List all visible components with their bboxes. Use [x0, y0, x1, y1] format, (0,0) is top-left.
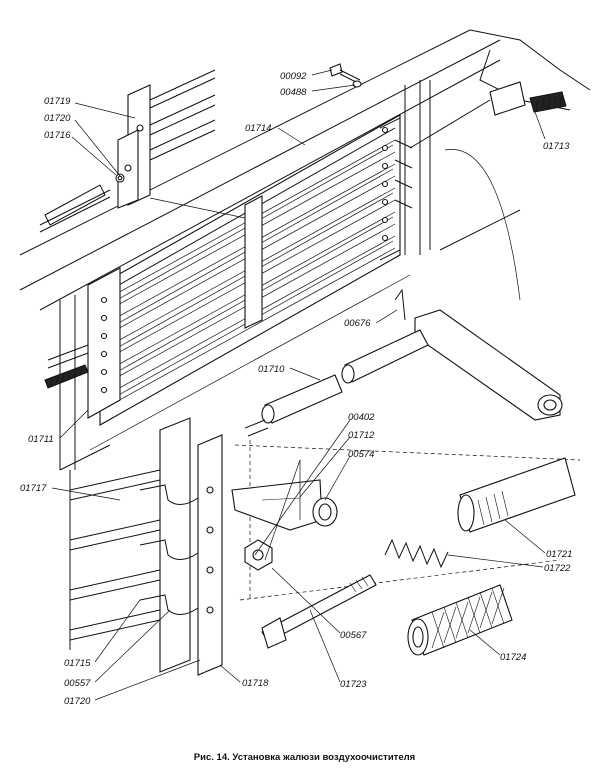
bottom-right-parts: [231, 457, 576, 656]
label-01719: 01719: [44, 96, 71, 107]
label-01724: 01724: [500, 652, 526, 663]
label-00092: 00092: [280, 71, 307, 82]
label-01710: 01710: [258, 364, 285, 375]
leader-dash-lines: [234, 440, 581, 601]
label-00676: 00676: [344, 318, 371, 329]
label-01712: 01712: [348, 430, 375, 441]
label-00402: 00402: [348, 412, 375, 423]
label-01717: 01717: [20, 483, 47, 494]
label-00557: 00557: [64, 678, 91, 689]
leader-lines: [51, 69, 546, 701]
housing-frame: [19, 29, 591, 471]
top-right-parts: [329, 63, 567, 301]
pivot-rivets-right: [381, 126, 389, 242]
label-01722: 01722: [544, 563, 571, 574]
label-00488: 00488: [280, 87, 307, 98]
louvre-assembly: [99, 114, 413, 426]
figure-caption: Рис. 14. Установка жалюзи воздухоочистит…: [193, 752, 416, 763]
label-01716: 01716: [44, 130, 71, 141]
label-01711: 01711: [28, 434, 54, 445]
label-00567: 00567: [340, 630, 367, 641]
label-01720-top: 01720: [44, 113, 71, 124]
bottom-left-assembly: [69, 417, 223, 676]
label-01721: 01721: [546, 549, 572, 560]
left-bracket: [44, 267, 121, 419]
label-01713: 01713: [543, 141, 570, 152]
label-01720-bottom: 01720: [64, 696, 91, 707]
label-01723: 01723: [340, 679, 367, 690]
label-00574: 00574: [348, 449, 374, 460]
inset-top-left: [39, 69, 246, 233]
crank-lever: [244, 288, 563, 437]
label-01715: 01715: [64, 658, 91, 669]
part-labels: 01719 01720 01716 00092 00488 01714 0171…: [20, 71, 572, 707]
label-01714: 01714: [245, 123, 271, 134]
label-01718: 01718: [242, 678, 269, 689]
